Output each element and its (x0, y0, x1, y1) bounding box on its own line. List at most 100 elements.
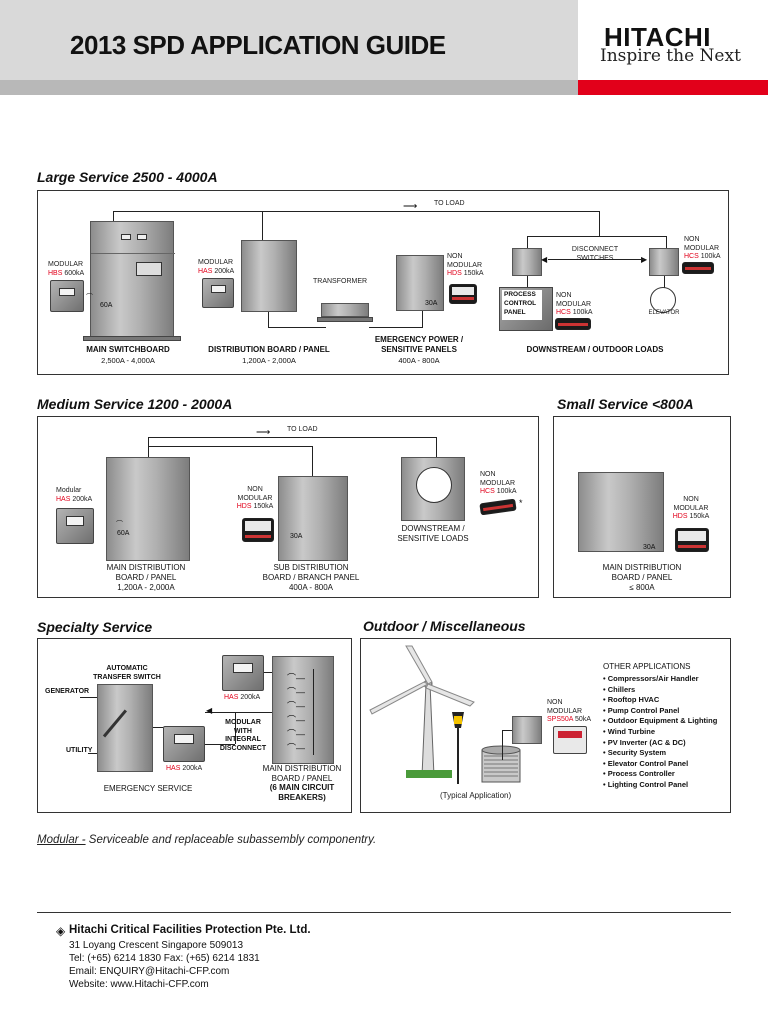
list-item: Security System (603, 748, 717, 759)
page-title: 2013 SPD APPLICATION GUIDE (70, 30, 446, 60)
transformer (321, 303, 369, 317)
list-item: Process Controller (603, 769, 717, 780)
main-switchboard-caption: MAIN SWITCHBOARD (86, 345, 170, 354)
emergency-service-caption: EMERGENCY SERVICE (103, 784, 193, 793)
distribution-board (241, 240, 297, 312)
modular-has-label: Modular HAS 200kA (56, 487, 93, 503)
medium-service-title: Medium Service 1200 - 2000A (37, 396, 233, 412)
header-stripe-red (578, 80, 768, 95)
wind-turbine-icon (369, 645, 475, 778)
elevator-motor-icon (650, 287, 676, 313)
elevator-label: ELEVATOR (648, 310, 680, 316)
generator-label: GENERATOR (45, 688, 90, 695)
automatic-transfer-switch (97, 684, 153, 772)
company-phone: Tel: (+65) 6214 1830 Fax: (+65) 6214 183… (69, 953, 260, 964)
hds-spd (242, 518, 274, 542)
small-main-caption: MAIN DISTRIBUTION BOARD / PANEL ≤ 800A (602, 563, 682, 592)
applications-list: Compressors/Air Handler Chillers Rooftop… (603, 674, 718, 791)
nonmod-hcs-label: NON MODULAR HCS 100kA (684, 236, 721, 260)
has-modular-spd (163, 726, 205, 762)
breaker-rating: 30A (643, 544, 656, 551)
outdoor-panel (512, 716, 542, 744)
arrow-left-icon: ◀ (206, 706, 213, 715)
typical-application-label: (Typical Application) (440, 791, 512, 800)
modular-has-label: MODULAR HAS 200kA (198, 259, 235, 275)
other-applications-title: OTHER APPLICATIONS (603, 662, 691, 671)
list-item: Wind Turbine (603, 727, 717, 738)
process-control-panel: PROCESS CONTROL PANEL (499, 287, 553, 331)
company-email[interactable]: Email: ENQUIRY@Hitachi-CFP.com (69, 966, 230, 977)
emergency-range: 400A - 800A (398, 356, 440, 365)
distribution-caption: DISTRIBUTION BOARD / PANEL (208, 345, 330, 354)
hbs-modular-spd (50, 280, 84, 312)
sensitive-load-panel (401, 457, 465, 521)
lamp-post-icon (452, 712, 464, 784)
nonmod-hds-label: NON MODULAR HDS 150kA (236, 486, 274, 510)
breaker-rating: 60A (100, 302, 113, 309)
sub-distribution-board (278, 476, 348, 561)
list-item: Pump Control Panel (603, 706, 717, 717)
sps-spd (553, 726, 587, 754)
hds-spd (449, 284, 477, 304)
downstream-sensitive-caption: DOWNSTREAM / SENSITIVE LOADS (397, 524, 469, 543)
mdb-caption: MAIN DISTRIBUTION BOARD / PANEL (6 MAIN … (262, 764, 342, 802)
breaker-icon: ⌒ (116, 521, 123, 528)
hcs-spd (682, 262, 714, 274)
switchboard-base (83, 336, 181, 341)
sub-distribution-caption: SUB DISTRIBUTION BOARD / BRANCH PANEL 40… (262, 563, 360, 592)
disconnect-switch-2 (649, 248, 679, 276)
list-item: Chillers (603, 685, 717, 696)
distribution-range: 1,200A - 2,000A (242, 356, 296, 365)
nonmod-hcs-label-2: NON MODULAR HCS 100kA (556, 292, 593, 316)
breaker-rating: 30A (290, 533, 303, 540)
logo-tagline: Inspire the Next (600, 46, 741, 66)
company-address: 31 Loyang Crescent Singapore 509013 (69, 940, 244, 951)
process-panel-label: PROCESS CONTROL PANEL (502, 290, 542, 320)
disconnect-label: DISCONNECT SWITCHES (571, 246, 619, 262)
page-header: 2013 SPD APPLICATION GUIDE HITACHI Inspi… (0, 0, 768, 95)
list-item: Compressors/Air Handler (603, 674, 717, 685)
ac-unit-icon (481, 745, 521, 783)
header-band (0, 0, 578, 80)
breaker-rating: 30A (425, 300, 438, 307)
list-item: Elevator Control Panel (603, 759, 717, 770)
circuit-breakers-icon: ⌒—⌒—⌒—⌒—⌒—⌒— (287, 673, 306, 753)
modular-hbs-label: MODULAR HBS 600kA (48, 261, 85, 277)
footnote-star: * (519, 498, 523, 508)
company-website[interactable]: Website: www.Hitachi-CFP.com (69, 979, 209, 990)
hds-spd (675, 528, 709, 552)
main-distribution-caption: MAIN DISTRIBUTION BOARD / PANEL 1,200A -… (106, 563, 186, 592)
ats-label: AUTOMATIC TRANSFER SWITCH (93, 665, 161, 681)
has-label-2: HAS 200kA (166, 765, 203, 772)
has-modular-spd (222, 655, 264, 691)
arrow-right-icon: ⟶ (256, 427, 271, 438)
transformer-label: TRANSFORMER (313, 278, 368, 285)
list-item: PV Inverter (AC & DC) (603, 738, 717, 749)
footer-divider (37, 912, 731, 913)
small-service-title: Small Service <800A (557, 396, 694, 412)
to-load-label: TO LOAD (287, 426, 318, 433)
nonmod-hds-label: NON MODULAR HDS 150kA (672, 496, 710, 520)
hitachi-mark-icon: ◈ (56, 924, 66, 938)
breaker-rating: 60A (117, 530, 130, 537)
nonmod-hds-label: NON MODULAR HDS 150kA (447, 253, 484, 277)
has-modular-spd (56, 508, 94, 544)
header-stripe-grey (0, 80, 578, 95)
has-label-1: HAS 200kA (224, 694, 261, 701)
main-switchboard-range: 2,500A - 4,000A (101, 356, 155, 365)
list-item: Rooftop HVAC (603, 695, 717, 706)
list-item: Outdoor Equipment & Lighting (603, 716, 718, 727)
hitachi-logo: HITACHI (604, 22, 712, 52)
modular-disconnect-label: MODULAR WITH INTEGRAL DISCONNECT (219, 719, 267, 752)
emergency-caption: EMERGENCY POWER / SENSITIVE PANELS (374, 335, 464, 354)
company-name: Hitachi Critical Facilities Protection P… (69, 924, 311, 936)
main-distribution-board-6cb: ⌒—⌒—⌒—⌒—⌒—⌒— (272, 656, 334, 764)
main-distribution-board (106, 457, 190, 561)
modular-footnote: Modular - Serviceable and replaceable su… (37, 834, 377, 846)
outdoor-title: Outdoor / Miscellaneous (363, 618, 526, 634)
has-modular-spd (202, 278, 234, 308)
emergency-panel (396, 255, 444, 311)
utility-label: UTILITY (66, 747, 93, 754)
small-main-board (578, 472, 664, 552)
downstream-caption: DOWNSTREAM / OUTDOOR LOADS (526, 345, 664, 354)
